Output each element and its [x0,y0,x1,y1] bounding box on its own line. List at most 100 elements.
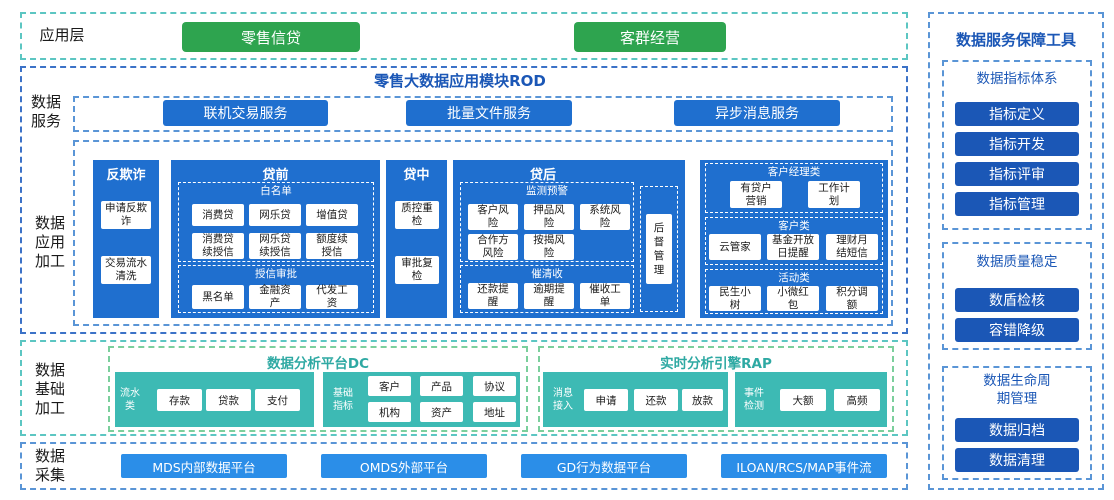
credit-approval-title: 授信审批 [255,268,297,280]
data-foundation-label: 数据基础加工 [34,361,65,417]
dc-frame [108,346,528,432]
wangle-loan-renew-card[interactable]: 网乐贷续授信 [249,233,301,259]
monitor-warning-title: 监测预警 [526,185,568,197]
lifecycle-title: 数据生命周期管理 [983,373,1051,407]
blacklist-card[interactable]: 黑名单 [192,285,244,309]
base-indicator-label: 基础指标 [333,388,353,412]
mid-loan-panel [386,160,447,318]
repayment-reminder-card[interactable]: 还款提醒 [468,283,518,309]
collateral-risk-card[interactable]: 押品风险 [524,204,574,230]
monitor-warning-group [460,182,634,262]
quality-frame [942,242,1092,350]
manager-group [705,163,883,213]
data-cleanup-button[interactable]: 数据清理 [955,448,1079,472]
metric-definition-button[interactable]: 指标定义 [955,102,1079,126]
customer-risk-card[interactable]: 客户风险 [468,204,518,230]
rap-frame [538,346,894,432]
apply-anti-fraud-card[interactable]: 申请反欺诈 [101,201,151,229]
lifecycle-frame [942,366,1092,480]
mds-platform-button[interactable]: MDS内部数据平台 [121,454,287,478]
repay-msg-card[interactable]: 还款 [634,389,678,411]
limit-renew-card[interactable]: 额度续授信 [306,233,358,259]
customer-group-button[interactable]: 客群经营 [574,22,726,52]
quality-title: 数据质量稳定 [976,254,1058,270]
micro-red-packet-card[interactable]: 小微红包 [767,286,819,311]
transaction-cleaning-card[interactable]: 交易流水清洗 [101,256,151,284]
event-stream-button[interactable]: ILOAN/RCS/MAP事件流 [721,454,887,478]
metric-system-title: 数据指标体系 [976,71,1058,87]
value-added-loan-card[interactable]: 增值贷 [306,204,358,226]
app-layer-frame [20,12,908,60]
loan-customer-marketing-card[interactable]: 有贷户营销 [730,181,782,208]
large-amount-card[interactable]: 大额 [780,389,826,411]
rap-title: 实时分析引擎RAP [660,356,772,372]
points-limit-card[interactable]: 积分调额 [826,286,878,311]
collection-group [460,265,634,313]
quality-recheck-card[interactable]: 质控重检 [395,201,439,229]
approval-recheck-card[interactable]: 审批复检 [395,256,439,284]
agreement-card[interactable]: 协议 [473,376,516,396]
data-app-processing-label: 数据应用加工 [34,214,65,270]
async-message-service-button[interactable]: 异步消息服务 [674,100,840,126]
whitelist-group [178,182,374,262]
anti-fraud-title: 反欺诈 [106,168,146,183]
fund-open-day-card[interactable]: 基金开放日提醒 [767,234,819,260]
payroll-card[interactable]: 代发工资 [306,284,358,309]
high-frequency-card[interactable]: 高频 [834,389,880,411]
omds-platform-button[interactable]: OMDS外部平台 [321,454,487,478]
metric-development-button[interactable]: 指标开发 [955,132,1079,156]
foundation-frame [20,340,908,436]
minsheng-tree-card[interactable]: 民生小树 [709,286,761,311]
batch-file-service-button[interactable]: 批量文件服务 [406,100,572,126]
financial-assets-card[interactable]: 金融资产 [249,284,301,309]
consumer-loan-card[interactable]: 消费贷 [192,204,244,226]
credit-approval-group [178,265,374,313]
tools-title: 数据服务保障工具 [955,31,1076,49]
tools-frame [928,12,1104,490]
collection-title: 催清收 [531,268,563,280]
gd-platform-button[interactable]: GD行为数据平台 [521,454,687,478]
online-transaction-service-button[interactable]: 联机交易服务 [163,100,328,126]
disburse-msg-card[interactable]: 放款 [682,389,723,411]
customer-card[interactable]: 客户 [368,376,411,396]
product-card[interactable]: 产品 [420,376,463,396]
fault-tolerance-button[interactable]: 容错降级 [955,318,1079,342]
pre-loan-title: 贷前 [262,168,289,183]
institution-card[interactable]: 机构 [368,402,411,422]
data-service-frame [73,96,893,132]
flow-label: 流水类 [120,388,140,412]
post-supervision-group [640,186,678,312]
retail-credit-button[interactable]: 零售信贷 [182,22,360,52]
deposit-card[interactable]: 存款 [157,389,202,411]
wealth-monthly-sms-card[interactable]: 理财月结短信 [826,234,878,260]
app-layer-label: 应用层 [39,26,85,44]
overdue-reminder-card[interactable]: 逾期提醒 [524,283,574,309]
mid-loan-title: 贷中 [403,168,430,183]
wangle-loan-card[interactable]: 网乐贷 [249,204,301,226]
customer-title: 客户类 [778,220,810,232]
collection-ticket-card[interactable]: 催收工单 [580,283,630,309]
data-collection-label: 数据采集 [34,447,65,484]
partner-risk-card[interactable]: 合作方风险 [468,234,518,260]
metric-review-button[interactable]: 指标评审 [955,162,1079,186]
work-plan-card[interactable]: 工作计划 [808,181,860,208]
system-risk-card[interactable]: 系统风险 [580,204,630,230]
metric-management-button[interactable]: 指标管理 [955,192,1079,216]
asset-card[interactable]: 资产 [420,402,463,422]
processing-frame [73,140,893,326]
whitelist-title: 白名单 [260,185,292,197]
address-card[interactable]: 地址 [473,402,516,422]
cloud-steward-card[interactable]: 云管家 [709,234,761,260]
post-supervision-card[interactable]: 后督管理 [646,214,672,284]
shield-check-button[interactable]: 数盾检核 [955,288,1079,312]
loan-card[interactable]: 贷款 [206,389,251,411]
mortgage-risk-card[interactable]: 按揭风险 [524,234,574,260]
manager-title: 客户经理类 [767,166,821,178]
data-archive-button[interactable]: 数据归档 [955,418,1079,442]
rod-module-frame [20,66,908,334]
post-loan-title: 贷后 [529,168,556,183]
payment-card[interactable]: 支付 [255,389,300,411]
apply-msg-card[interactable]: 申请 [584,389,628,411]
activity-group [705,269,883,314]
consumer-loan-renew-card[interactable]: 消费贷续授信 [192,233,244,259]
